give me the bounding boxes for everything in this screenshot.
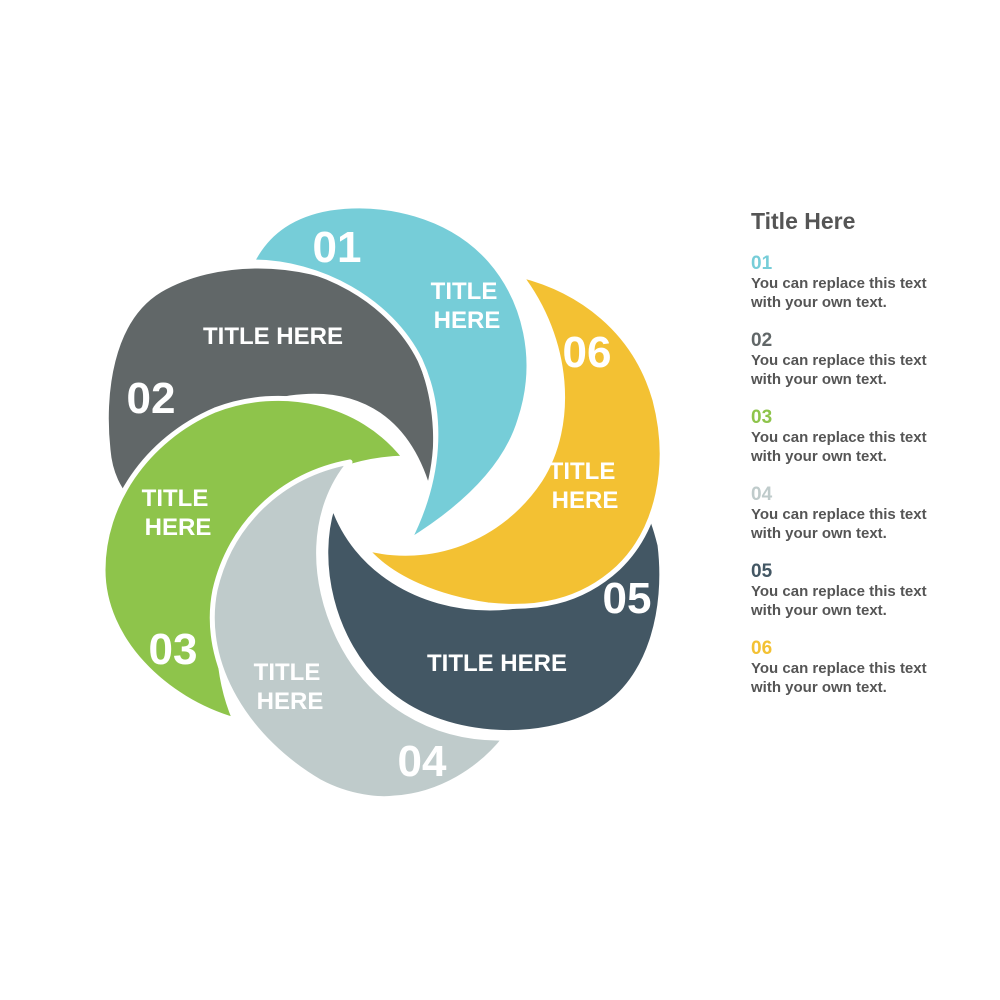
list-item-number: 06	[751, 638, 773, 659]
segment-04: 04 TITLE HERE	[209, 459, 508, 802]
segment-04-number: 04	[398, 737, 447, 786]
list-item-number: 04	[751, 484, 773, 505]
list-item-text: You can replace this text with your own …	[751, 506, 927, 542]
side-panel: Title Here 01 You can replace this text …	[751, 208, 991, 716]
segment-01-title-line2: HERE	[434, 307, 501, 334]
list-item-02: 02 You can replace this text with your o…	[751, 331, 991, 389]
segment-01-title-line1: TITLE	[431, 278, 498, 305]
list-item-01: 01 You can replace this text with your o…	[751, 254, 991, 312]
segment-01-shape	[249, 203, 532, 545]
segment-06-title-line2: HERE	[552, 487, 619, 514]
segment-06-shape	[362, 272, 665, 609]
list-item-number: 03	[751, 407, 773, 428]
segment-03: 03 TITLE HERE	[100, 395, 408, 723]
segment-03-title-line1: TITLE	[142, 485, 209, 512]
segment-04-title-line2: HERE	[257, 688, 324, 715]
segment-06-title-line1: TITLE	[549, 458, 616, 485]
side-panel-title: Title Here	[751, 208, 856, 234]
segment-03-number: 03	[149, 625, 198, 674]
list-item-text: You can replace this text with your own …	[751, 352, 927, 388]
list-item-text: You can replace this text with your own …	[751, 275, 927, 311]
segment-01-number: 01	[313, 223, 362, 272]
list-item-number: 01	[751, 253, 773, 274]
segment-05-number: 05	[603, 574, 652, 623]
segment-02-number: 02	[127, 374, 176, 423]
list-item-number: 02	[751, 330, 773, 351]
segment-06-number: 06	[563, 328, 612, 377]
list-item-number: 05	[751, 561, 773, 582]
segment-02-title: TITLE HERE	[203, 323, 343, 350]
list-item-03: 03 You can replace this text with your o…	[751, 408, 991, 466]
segment-01: 01 TITLE HERE	[249, 203, 532, 545]
segment-05-title: TITLE HERE	[427, 650, 567, 677]
list-item-04: 04 You can replace this text with your o…	[751, 485, 991, 543]
segment-06: 06 TITLE HERE	[362, 272, 665, 609]
segment-05-shape	[323, 502, 665, 736]
segment-04-shape	[209, 459, 508, 802]
segment-03-title-line2: HERE	[145, 514, 212, 541]
list-item-text: You can replace this text with your own …	[751, 660, 927, 696]
list-item-text: You can replace this text with your own …	[751, 583, 927, 619]
list-item-05: 05 You can replace this text with your o…	[751, 562, 991, 620]
list-item-text: You can replace this text with your own …	[751, 429, 927, 465]
segment-05: 05 TITLE HERE	[323, 502, 665, 736]
list-item-06: 06 You can replace this text with your o…	[751, 639, 991, 697]
segment-04-title-line1: TITLE	[254, 659, 321, 686]
